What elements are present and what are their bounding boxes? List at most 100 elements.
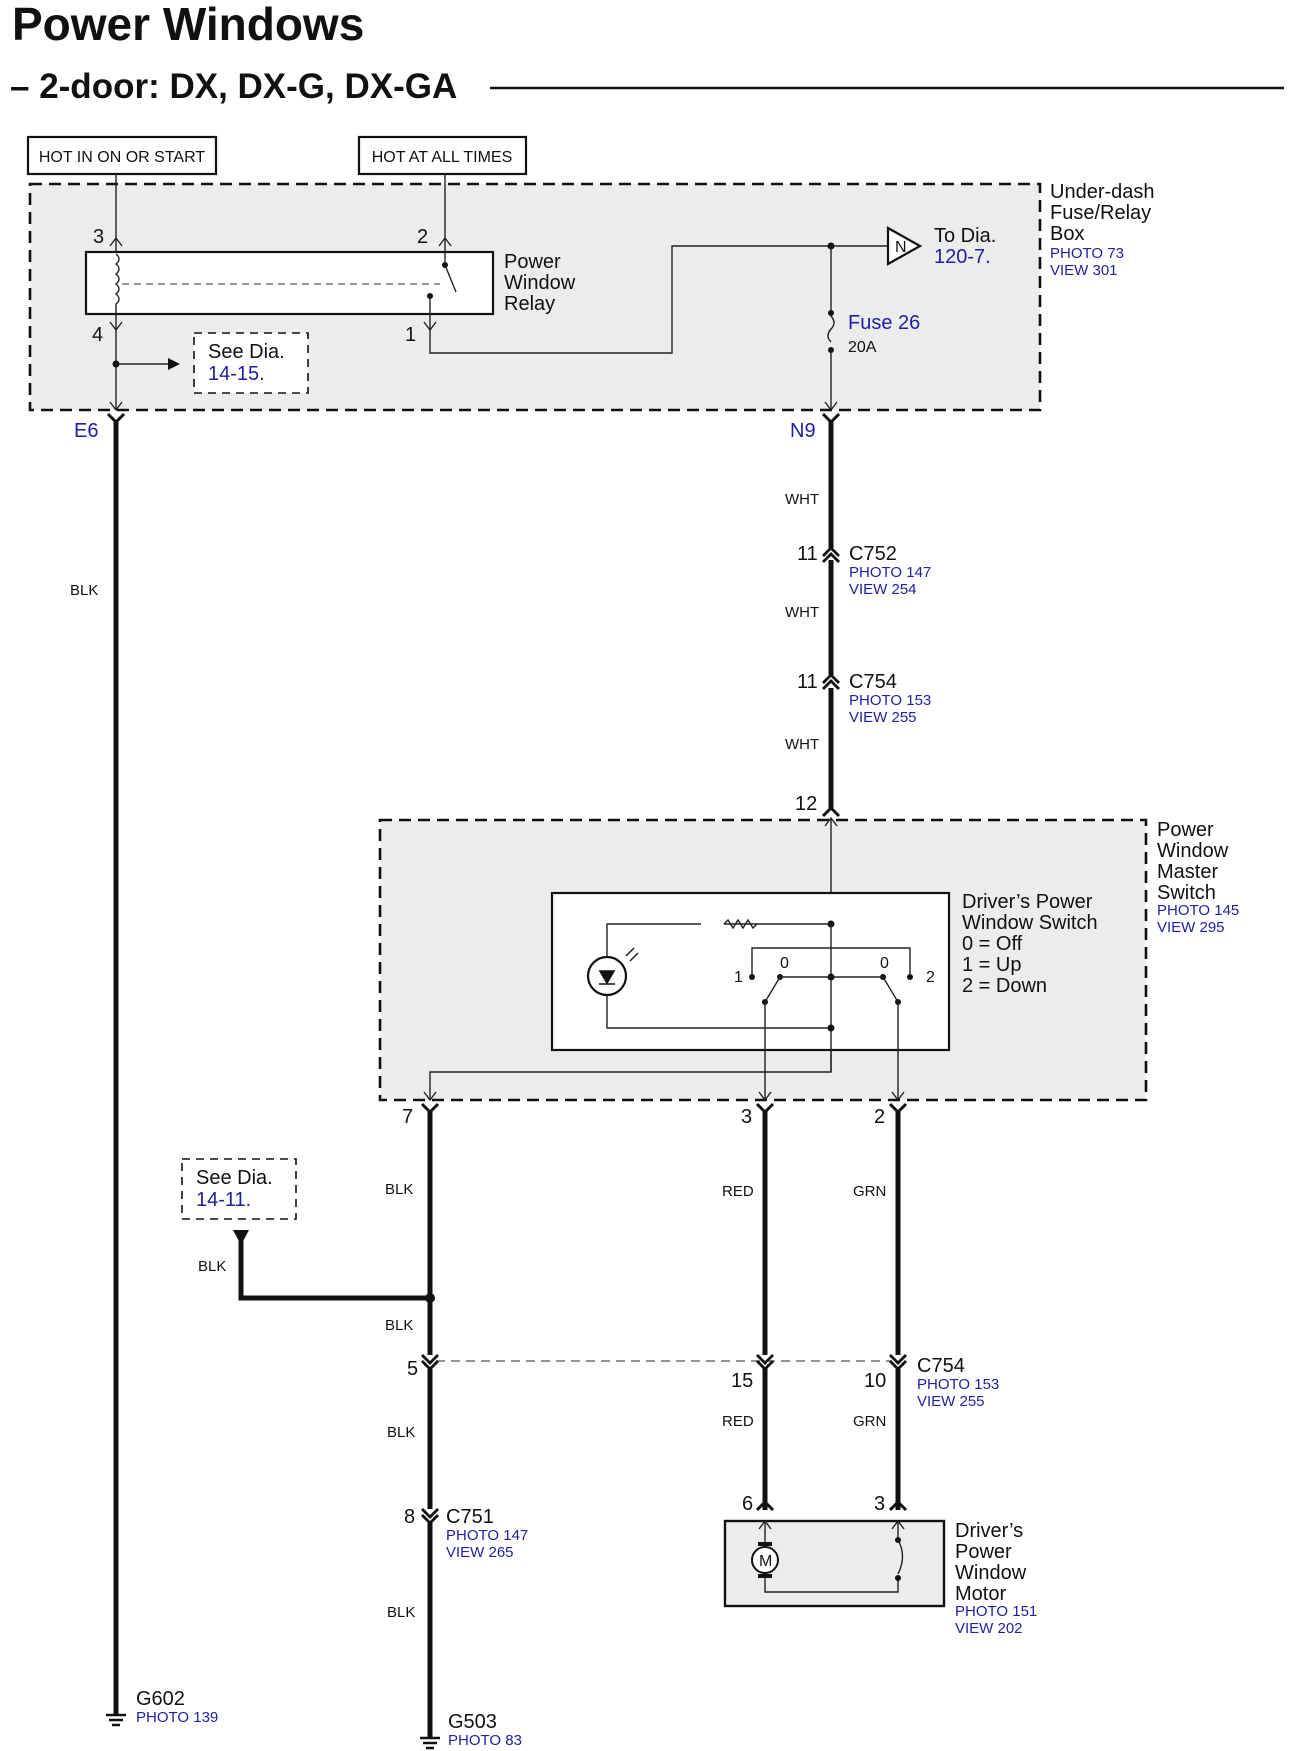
see-dia-2-wire-color: BLK — [198, 1258, 226, 1275]
motor-internal-wire — [764, 1578, 899, 1593]
fuse-box-name-line2: Fuse/Relay — [1050, 202, 1151, 224]
pin2-wire-color: GRN — [853, 1183, 886, 1200]
master-switch-view: VIEW 295 — [1157, 919, 1225, 936]
switch-out-pin7 — [429, 1050, 832, 1100]
master-switch-name-line1: Power — [1157, 819, 1214, 841]
master-pin12-mark — [821, 805, 841, 818]
master-pin7: 7 — [402, 1106, 413, 1128]
motor-pin6: 6 — [742, 1493, 753, 1515]
c754-red-wire-color: RED — [722, 1413, 754, 1430]
c754-bottom-pin-mid: 15 — [731, 1370, 753, 1392]
drivers-switch-name: Driver’s Power Window Switch 0 = Off 1 =… — [962, 891, 1103, 997]
switch-pos-1: 1 — [734, 969, 743, 986]
motor-name-line4: Motor — [955, 1583, 1006, 1605]
fuse-box-name-line3: Box — [1050, 223, 1084, 245]
see-dia-1-box — [193, 332, 309, 394]
fuse-box-name-line1: Under-dash — [1050, 181, 1155, 203]
c751-pin: 8 — [404, 1506, 415, 1528]
c751-view: VIEW 265 — [446, 1544, 514, 1561]
relay-pin1: 1 — [405, 324, 416, 346]
g602-photo: PHOTO 139 — [136, 1709, 218, 1726]
fuse-rating: 20A — [848, 339, 877, 356]
switch-off-contact-right — [907, 974, 913, 980]
illumination-led-rays — [625, 947, 639, 962]
switch-arm-left — [764, 976, 781, 1003]
hot-always-label: HOT AT ALL TIMES — [372, 149, 513, 166]
to-dia-ref: 120-7. — [934, 246, 991, 268]
c754-bottom-view: VIEW 255 — [917, 1393, 985, 1410]
switch-pos-2: 2 — [926, 969, 935, 986]
terminal-e6: E6 — [74, 420, 98, 442]
see-dia-2-ref: 14-11. — [196, 1189, 251, 1211]
drivers-switch-line5: 2 = Down — [962, 975, 1047, 997]
pin7-wire-color: BLK — [385, 1181, 413, 1198]
drivers-switch-line4: 1 = Up — [962, 954, 1021, 976]
switch-ground-node — [827, 1024, 835, 1032]
see-dia-1-ref: 14-15. — [208, 363, 265, 385]
motor-brush-bottom — [758, 1574, 772, 1578]
see-dia-2-box — [181, 1158, 297, 1220]
c751-blk-wire-color: BLK — [387, 1604, 415, 1621]
motor-name-line2: Power — [955, 1541, 1012, 1563]
n9-wire-color-3: WHT — [785, 736, 819, 753]
e6-wire-color: BLK — [70, 582, 98, 599]
e6-arrow — [109, 401, 123, 412]
see-dia-2-arrow — [233, 1230, 249, 1245]
see-dia-2-label: See Dia. — [196, 1167, 273, 1189]
illumination-wire-left — [606, 923, 701, 956]
fuse-top-node — [828, 310, 834, 316]
relay-pin3: 3 — [93, 226, 104, 248]
c752-connector — [822, 546, 840, 563]
hot-in-on-box — [26, 135, 218, 176]
c754-top-connector — [822, 673, 840, 690]
switch-off-contact-left — [749, 974, 755, 980]
g602-name: G602 — [136, 1688, 185, 1710]
motor-name-line1: Driver’s — [955, 1520, 1023, 1542]
c754-top-photo: PHOTO 153 — [849, 692, 931, 709]
n9-wire-color-1: WHT — [785, 491, 819, 508]
to-dia-connector-letter: N — [895, 239, 907, 256]
master-switch-name: Power Window Master Switch — [1157, 819, 1234, 904]
page-subtitle: – 2-door: DX, DX-G, DX-GA — [10, 67, 457, 106]
motor-brush-top — [758, 1542, 772, 1546]
c752-pin: 11 — [797, 543, 818, 565]
c754-bottom-pin-right: 10 — [864, 1370, 886, 1392]
motor-symbol-letter: M — [759, 1553, 772, 1570]
to-dia-label: To Dia. — [934, 225, 996, 247]
drivers-switch-line1: Driver’s Power — [962, 891, 1093, 913]
page-title: Power Windows — [12, 0, 364, 50]
switch-out-pin7-arrow — [423, 1091, 437, 1102]
n9-wire-color-2: WHT — [785, 604, 819, 621]
switch-arm-right — [882, 976, 899, 1003]
motor-photo: PHOTO 151 — [955, 1603, 1037, 1620]
relay-output-wire — [429, 245, 831, 354]
see-dia-1-arrow — [168, 358, 180, 370]
splice-wire-color: BLK — [385, 1317, 413, 1334]
master-switch-photo: PHOTO 145 — [1157, 902, 1239, 919]
master-switch-name-line4: Switch — [1157, 882, 1216, 904]
c754-bottom-photo: PHOTO 153 — [917, 1376, 999, 1393]
c754-top-view: VIEW 255 — [849, 709, 917, 726]
c754-bottom-pin10 — [889, 1354, 907, 1371]
motor-pin3: 3 — [874, 1493, 885, 1515]
switch-pos-0a: 0 — [780, 955, 789, 972]
fuse-box-view: VIEW 301 — [1050, 262, 1118, 279]
c751-connector — [421, 1508, 439, 1525]
master-switch-name-line3: Master — [1157, 861, 1218, 883]
c754-top-pin: 11 — [797, 671, 818, 693]
hot-in-on-label: HOT IN ON OR START — [39, 149, 205, 166]
switch-out-pin3-arrow — [758, 1091, 772, 1102]
n9-arrow — [824, 401, 838, 412]
g503-name: G503 — [448, 1711, 497, 1733]
master-pin3: 3 — [741, 1106, 752, 1128]
c752-view: VIEW 254 — [849, 581, 917, 598]
power-window-relay — [84, 250, 495, 316]
c754-bottom-pin15 — [756, 1354, 774, 1371]
fuse-26 — [827, 315, 835, 343]
terminal-n9: N9 — [790, 420, 816, 442]
c754-blk-wire-color: BLK — [387, 1424, 415, 1441]
c754-grn-wire-color: GRN — [853, 1413, 886, 1430]
to-dia-connector — [886, 226, 923, 266]
switch-out-pin2-arrow — [891, 1091, 905, 1102]
